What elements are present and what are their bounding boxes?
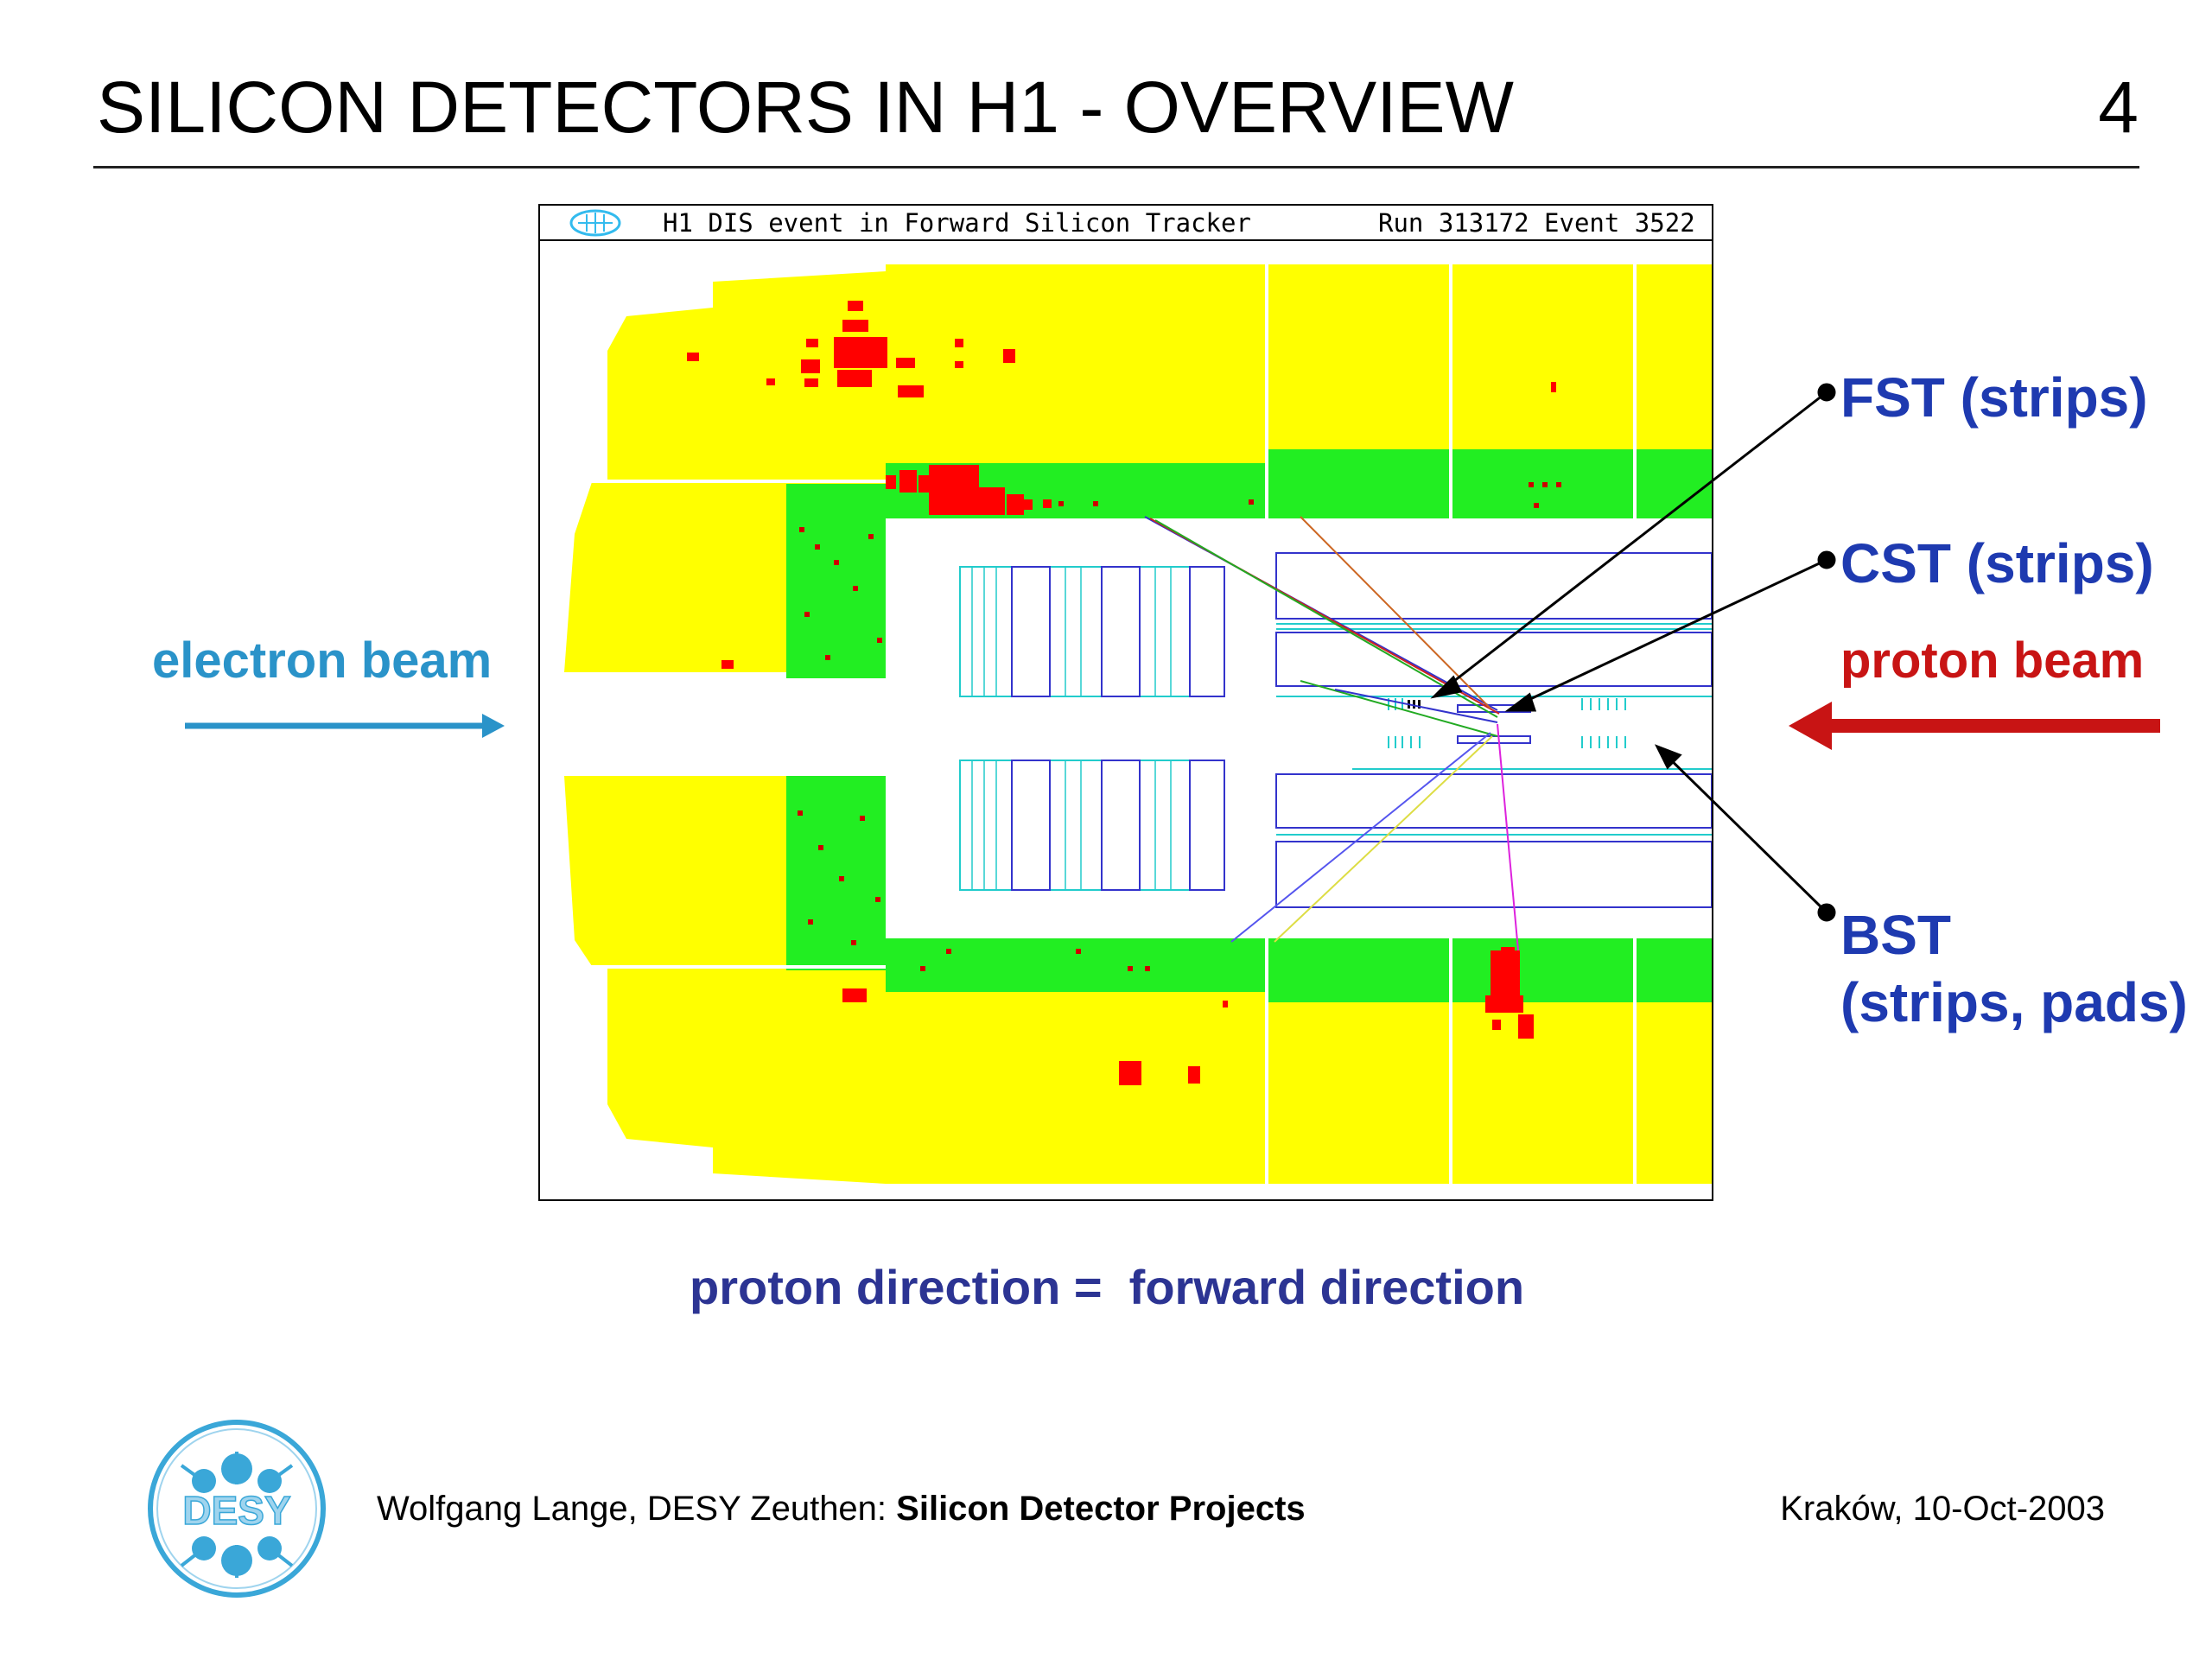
slide-number: 4 <box>2098 67 2139 148</box>
calorimeter-cell-boundaries <box>575 264 1637 1184</box>
footer-date: Kraków, 10-Oct-2003 <box>1780 1490 2105 1528</box>
bst-pointer-dot <box>1817 903 1836 922</box>
slide-title: SILICON DETECTORS IN H1 - OVERVIEW <box>97 67 1514 148</box>
footer-author: Wolfgang Lange, DESY Zeuthen: Silicon De… <box>377 1491 1306 1526</box>
h1-logo-mark-icon <box>578 213 613 233</box>
event-header-right: Run 313172 Event 3522 <box>1378 208 1695 238</box>
event-header-left: H1 DIS event in Forward Silicon Tracker <box>663 208 1251 238</box>
calorimeter-upper <box>564 264 1712 672</box>
footer-project-title: Silicon Detector Projects <box>896 1490 1306 1528</box>
cst-label: CST (strips) <box>1840 532 2154 594</box>
bst-pointer-arrowhead <box>1654 744 1682 770</box>
desy-logo-text: DESY <box>182 1488 290 1533</box>
central-tracker-chambers <box>959 566 1225 891</box>
electron-beam-arrow <box>185 714 505 738</box>
title-divider <box>93 166 2139 168</box>
forward-tracker-chambers <box>1275 552 1712 908</box>
calorimeter-inner-layer <box>786 449 1712 1002</box>
electron-beam-label: electron beam <box>152 632 493 689</box>
fst-pointer-dot <box>1817 383 1836 402</box>
proton-beam-label: proton beam <box>1840 632 2145 689</box>
fst-pointer-arrowhead <box>1430 675 1463 699</box>
fst-label: FST (strips) <box>1840 366 2148 429</box>
fst-pointer-line <box>1438 391 1827 695</box>
energy-deposits <box>687 301 1556 1085</box>
bst-label-detail: (strips, pads) <box>1840 971 2188 1033</box>
event-display-graphic: H1 DIS event in Forward Silicon Tracker … <box>540 208 1712 1184</box>
calorimeter-hits <box>798 482 1561 971</box>
desy-logo-icon: DESY <box>148 1420 326 1598</box>
cst-pointer-dot <box>1817 550 1836 569</box>
proton-beam-arrow <box>1789 702 2160 750</box>
h1-logo-icon <box>569 209 621 237</box>
direction-caption: proton direction = forward direction <box>690 1260 1525 1314</box>
bst-label: BST <box>1840 904 1951 966</box>
footer-author-text: Wolfgang Lange, DESY Zeuthen: <box>377 1490 897 1528</box>
cst-pointer-line <box>1513 558 1827 709</box>
bst-pointer-line <box>1661 750 1828 914</box>
particle-tracks <box>1144 516 1519 951</box>
cst-pointer-arrowhead <box>1504 692 1537 712</box>
